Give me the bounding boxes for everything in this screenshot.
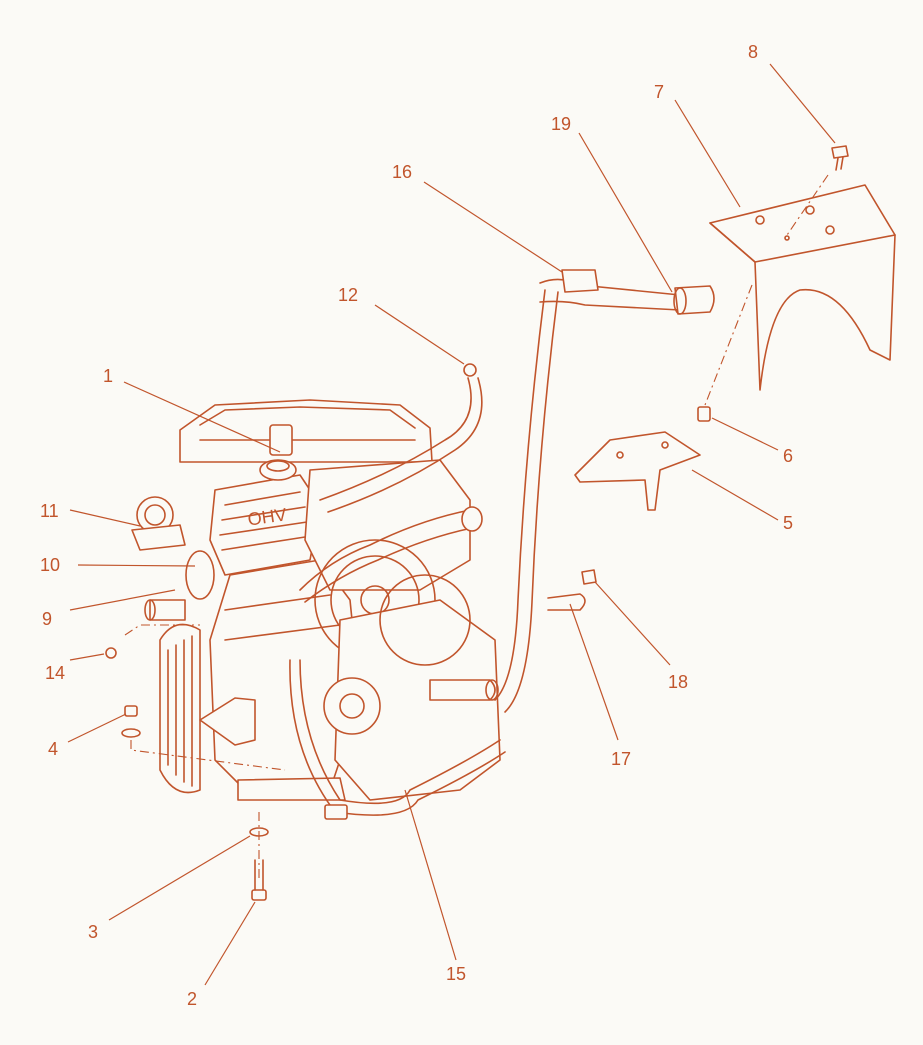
- engine-assembly: OHV: [159, 399, 501, 801]
- callout-19: 19: [551, 114, 571, 134]
- callout-1: 1: [103, 366, 113, 386]
- callout-15: 15: [446, 964, 466, 984]
- callout-17: 17: [611, 749, 631, 769]
- mount-bracket-part: [574, 431, 701, 511]
- assembly-axis-lines: [124, 174, 829, 880]
- callout-12: 12: [338, 285, 358, 305]
- heat-shield-part: [709, 184, 896, 391]
- callout-2: 2: [187, 989, 197, 1009]
- callout-14: 14: [45, 663, 65, 683]
- callout-16: 16: [392, 162, 412, 182]
- callout-11: 11: [40, 501, 59, 521]
- callout-10: 10: [40, 555, 60, 575]
- bushing-6-part: [697, 406, 711, 422]
- hose-clamp-parts: [144, 550, 215, 621]
- breather-hose-part: [319, 363, 483, 513]
- fuel-pump-part: [131, 496, 186, 551]
- callout-8: 8: [748, 42, 758, 62]
- callout-4: 4: [48, 739, 58, 759]
- callout-3: 3: [88, 922, 98, 942]
- exhaust-pipe-part: [289, 278, 681, 820]
- pipe-clamp-part: [547, 569, 597, 611]
- callout-9: 9: [42, 609, 52, 629]
- callout-labels: 1 2 3 4 5 6 7 8 9 10 11 12 14 15 16 17 1…: [40, 42, 793, 1009]
- small-fasteners: [105, 647, 141, 738]
- pipe-bracket-part: [561, 269, 599, 293]
- pipe-end-cap-part: [673, 285, 715, 315]
- mount-bolt-parts: [249, 827, 269, 901]
- leader-lines: [67, 63, 836, 986]
- bolt-8-part: [831, 145, 849, 171]
- callout-18: 18: [668, 672, 688, 692]
- callout-6: 6: [783, 446, 793, 466]
- callout-7: 7: [654, 82, 664, 102]
- callout-5: 5: [783, 513, 793, 533]
